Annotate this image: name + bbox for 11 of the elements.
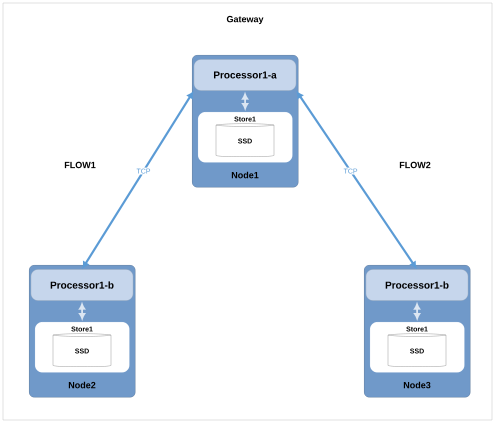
flow-label: FLOW1 <box>64 162 96 168</box>
processor-box: Processor1-a <box>194 59 296 91</box>
arrow <box>82 92 194 268</box>
arrow <box>414 303 420 320</box>
flow-label: FLOW2 <box>400 162 430 168</box>
arrow <box>242 93 248 110</box>
title: Gateway <box>226 16 264 24</box>
arrow <box>296 92 416 268</box>
arrow <box>78 303 86 320</box>
processor-box: Processor1-b <box>30 269 134 301</box>
processor-box: Processor1-b <box>366 269 468 301</box>
